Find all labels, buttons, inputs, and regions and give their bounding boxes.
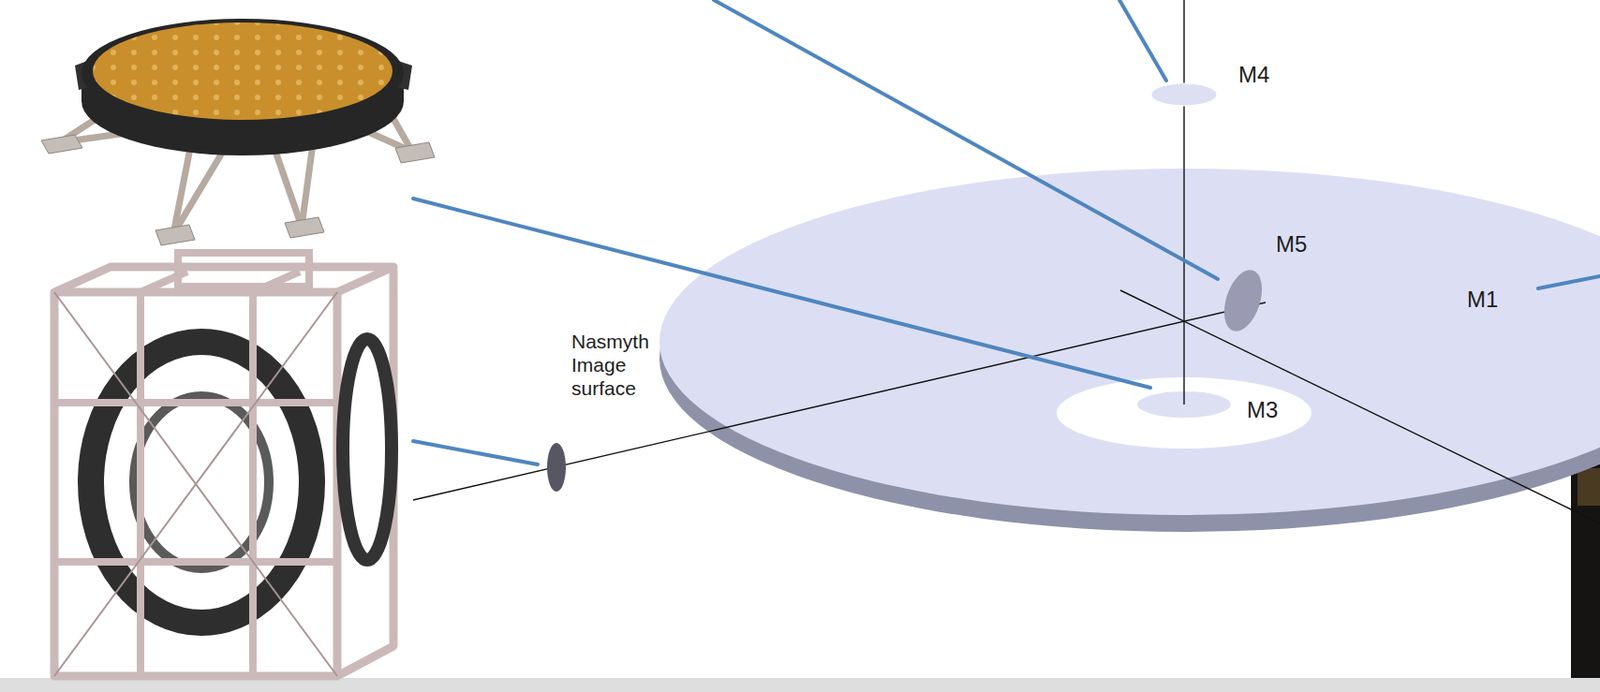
primary-mirror	[659, 168, 1600, 533]
mirror-label: M4	[1238, 61, 1270, 89]
image-surface-label: Nasmyth Image surface	[571, 329, 660, 401]
tip-tilt-mirror	[1216, 265, 1269, 337]
leader-lines	[413, 0, 1600, 465]
image-surface	[547, 443, 566, 492]
mirror-label: M5	[1275, 231, 1307, 259]
optical-axes	[413, 0, 1600, 524]
adaptive-mirror	[1151, 83, 1217, 106]
instrument-frame	[54, 252, 394, 677]
mirror-cell	[41, 18, 435, 246]
mirror-label: M3	[1246, 397, 1278, 425]
mirror-label: M1	[1466, 286, 1498, 314]
photo-strip	[1570, 464, 1600, 679]
photo-detail	[1577, 468, 1600, 506]
